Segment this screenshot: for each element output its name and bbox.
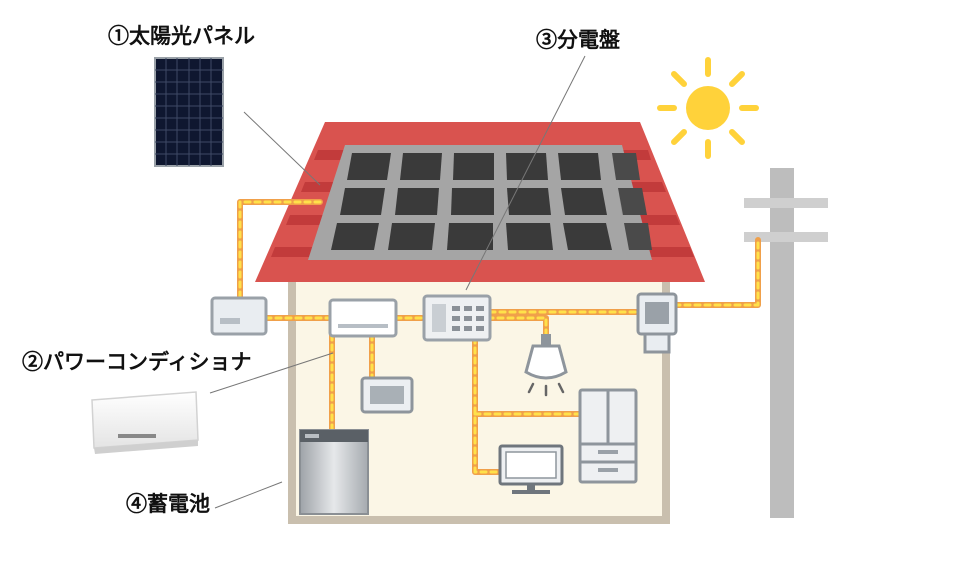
solar-panel-product-image (154, 57, 224, 167)
energy-monitor-icon (360, 376, 414, 414)
label-distribution-board: ③分電盤 (536, 27, 620, 52)
leader-lines (209, 55, 586, 509)
sun-icon (657, 57, 759, 159)
power-meter-icon (636, 292, 678, 354)
refrigerator-icon (578, 388, 638, 484)
power-conditioner-unit (328, 298, 398, 338)
junction-box (210, 296, 268, 336)
storage-battery-unit (299, 429, 369, 515)
light-bulb-icon (524, 334, 568, 397)
label-solar-panel: ①太陽光パネル (108, 23, 255, 48)
label-power-conditioner: ②パワーコンディショナ (22, 349, 252, 374)
leader-line-solar-panel (243, 111, 321, 186)
television-icon (498, 444, 564, 494)
label-storage-battery: ④蓄電池 (126, 491, 210, 516)
leader-line-storage-battery (214, 481, 283, 509)
power-conditioner-product-image (91, 391, 199, 454)
rooftop-solar-array (308, 145, 652, 260)
leader-line-distribution-board (465, 55, 586, 291)
panel-cells (331, 153, 628, 250)
leader-line-power-conditioner (209, 352, 334, 394)
wiring (237, 199, 761, 475)
utility-pole-icon (744, 168, 828, 518)
distribution-board-unit (422, 294, 492, 342)
